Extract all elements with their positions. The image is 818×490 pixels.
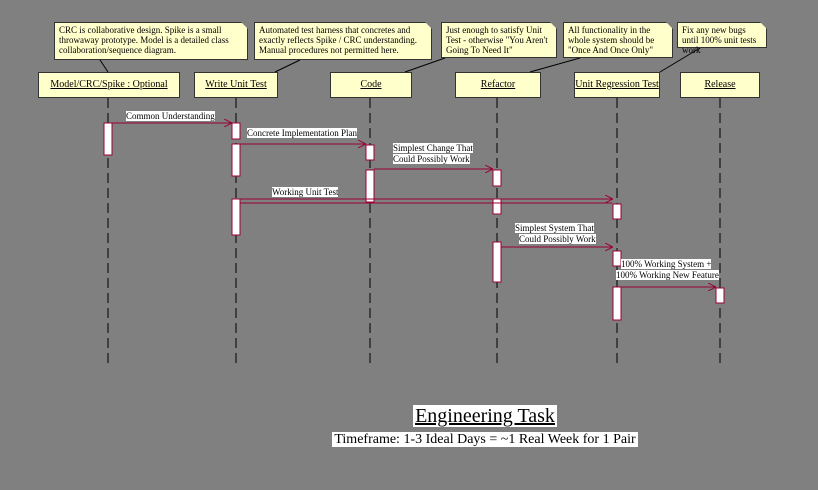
diagram-title: Engineering Task <box>300 405 670 428</box>
object-unit-regression-test: Unit Regression Test <box>574 72 660 98</box>
note-harness: Automated test harness that concretes an… <box>254 22 432 60</box>
note-enough: Just enough to satisfy Unit Test - other… <box>441 22 557 58</box>
note-fix-bugs: Fix any new bugs until 100% unit tests w… <box>677 22 767 55</box>
activation-bars <box>103 122 725 321</box>
object-refactor: Refactor <box>455 72 541 98</box>
diagram-subtitle: Timeframe: 1-3 Ideal Days = ~1 Real Week… <box>300 432 670 448</box>
diagram-subtitle-text: Timeframe: 1-3 Ideal Days = ~1 Real Week… <box>332 432 638 447</box>
object-code: Code <box>330 72 412 98</box>
message-arrows <box>112 123 715 287</box>
msg-implementation-plan: Concrete Implementation Plan <box>247 128 357 138</box>
msg-working-unit-test: Working Unit Test <box>272 187 339 197</box>
object-model: Model/CRC/Spike : Optional <box>38 72 180 98</box>
msg-common-understanding: Common Understanding <box>126 111 215 121</box>
msg-simplest-change-1: Simplest Change That <box>393 143 473 153</box>
note-whole-system: All functionality in the whole system sh… <box>563 22 673 58</box>
msg-working-system-2: 100% Working New Feature <box>616 270 719 280</box>
object-release: Release <box>680 72 760 98</box>
lifelines <box>107 98 721 365</box>
msg-simplest-change-2: Could Possibly Work <box>393 154 470 164</box>
msg-simplest-system-2: Could Possibly Work <box>519 234 596 244</box>
diagram-title-text: Engineering Task <box>413 405 557 427</box>
object-write-unit-test: Write Unit Test <box>194 72 278 98</box>
msg-simplest-system-1: Simplest System That <box>515 223 594 233</box>
note-crc: CRC is collaborative design. Spike is a … <box>54 22 248 60</box>
note-connectors <box>99 47 701 73</box>
msg-working-system-1: 100% Working System + <box>621 259 712 269</box>
